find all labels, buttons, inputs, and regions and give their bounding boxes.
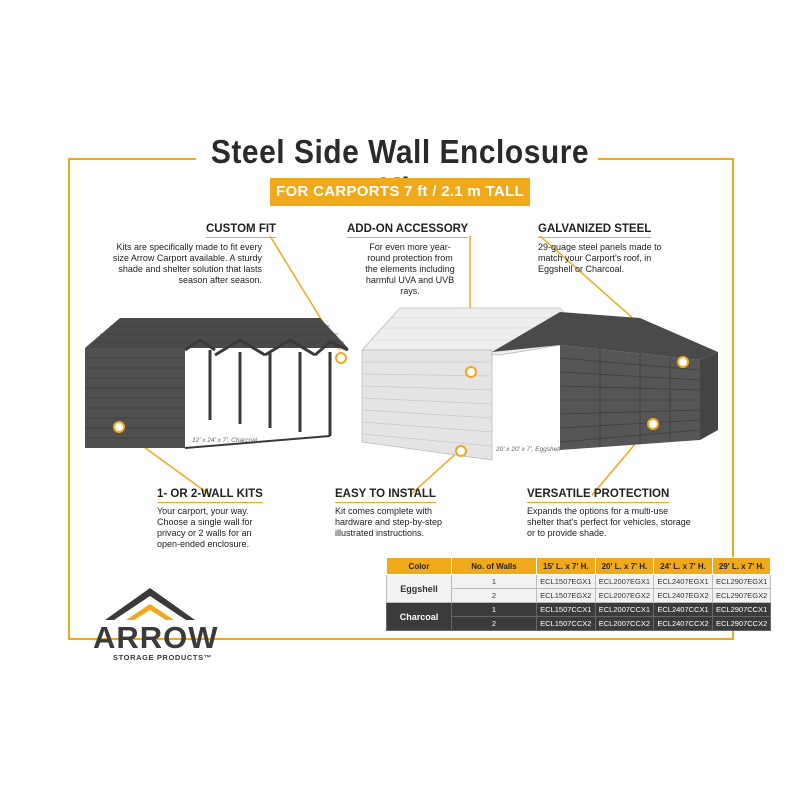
table-row: 2 ECL1507CCX2 ECL2007CCX2 ECL2407CCX2 EC…	[387, 616, 772, 631]
color-cell-eggshell: Eggshell	[386, 574, 452, 603]
sku-cell: ECL2007CCX2	[594, 616, 655, 631]
sku-cell: ECL2907CCX2	[711, 616, 772, 631]
logo-wordmark: ARROW	[93, 620, 219, 655]
feature-text-add-on: For even more year-round protection from…	[365, 242, 455, 296]
sku-cell: ECL2007EGX1	[594, 574, 655, 589]
sku-cell: ECL1507CCX2	[536, 616, 596, 631]
sku-cell: ECL2907EGX2	[711, 588, 772, 603]
table-row: Eggshell 1 ECL1507EGX1 ECL2007EGX1 ECL24…	[386, 574, 772, 603]
sku-cell: ECL1507EGX2	[536, 588, 596, 603]
sku-cell: ECL2407CCX1	[653, 602, 713, 617]
logo-tagline: STORAGE PRODUCTS™	[113, 653, 212, 662]
walls-cell: 1	[451, 602, 537, 617]
callout-dot-versatile	[647, 418, 659, 430]
charcoal-carport	[85, 318, 349, 449]
border-frame-top-left	[68, 158, 196, 160]
sku-cell: ECL2407EGX2	[653, 588, 713, 603]
feature-title-custom-fit: CUSTOM FIT	[206, 223, 277, 238]
callout-dot-add-on	[465, 366, 477, 378]
spec-header-20ft: 20' L. x 7' H.	[594, 557, 655, 575]
sku-cell: ECL2907CCX1	[711, 602, 772, 617]
spec-table: Color No. of Walls 15' L. x 7' H. 20' L.…	[386, 557, 772, 631]
feature-title-install: EASY TO INSTALL	[335, 488, 436, 503]
spec-header-walls: No. of Walls	[451, 557, 537, 575]
spec-header-29ft: 29' L. x 7' H.	[711, 557, 772, 575]
callout-dot-walls	[113, 421, 125, 433]
border-frame	[68, 158, 734, 640]
feature-text-install: Kit comes complete with hardware and ste…	[335, 506, 443, 538]
sku-cell: ECL1507EGX1	[536, 574, 596, 589]
callout-dot-install	[455, 445, 467, 457]
sku-cell: ECL2407EGX1	[653, 574, 713, 589]
charcoal-enclosed-carport	[492, 312, 718, 450]
feature-title-versatile: VERSATILE PROTECTION	[527, 488, 670, 503]
feature-text-walls: Your carport, your way. Choose a single …	[157, 506, 253, 549]
walls-cell: 2	[451, 616, 537, 631]
border-frame-top-right	[598, 158, 734, 160]
callout-dot-galvanized	[677, 356, 689, 368]
feature-text-galvanized: 29-guage steel panels made to match your…	[538, 242, 662, 274]
spec-header-15ft: 15' L. x 7' H.	[536, 557, 596, 575]
spec-table-header-row: Color No. of Walls 15' L. x 7' H. 20' L.…	[386, 557, 772, 575]
sku-cell: ECL2407CCX2	[653, 616, 713, 631]
image-note-middle: 20' x 20' x 7', Eggshell	[496, 446, 561, 453]
feature-title-galvanized: GALVANIZED STEEL	[538, 223, 652, 238]
subtitle-banner: FOR CARPORTS 7 ft / 2.1 m TALL	[270, 178, 530, 206]
feature-title-walls: 1- OR 2-WALL KITS	[157, 488, 263, 503]
feature-text-versatile: Expands the options for a multi-use shel…	[527, 506, 691, 538]
feature-title-add-on: ADD-ON ACCESSORY	[347, 223, 469, 238]
callout-dot-custom-fit	[335, 352, 347, 364]
image-note-left: 12' x 24' x 7', Charcoal	[192, 437, 258, 444]
feature-text-custom-fit: Kits are specifically made to fit every …	[112, 242, 262, 285]
color-cell-charcoal: Charcoal	[386, 602, 452, 631]
spec-header-24ft: 24' L. x 7' H.	[653, 557, 713, 575]
